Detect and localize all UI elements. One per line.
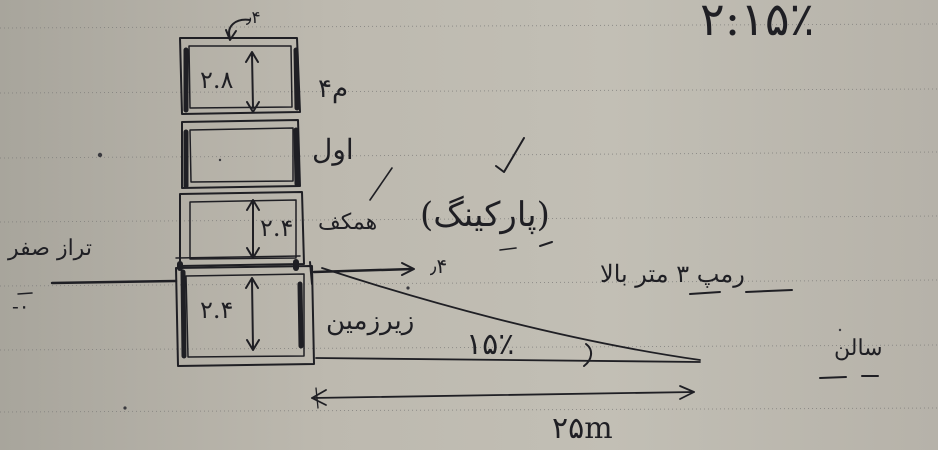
annotation-marks	[369, 137, 879, 379]
distance-label: ۲۵m	[552, 411, 613, 446]
level-name-label: همکف	[318, 210, 378, 235]
right-label: سالن	[834, 336, 883, 361]
dimension-arrows	[225, 18, 260, 351]
ramp	[315, 267, 701, 367]
walls	[180, 47, 304, 359]
level-height-label: ۲.۴	[260, 214, 294, 242]
level-name-label: اول	[312, 133, 354, 166]
level-name-label: زیرزمین	[326, 306, 415, 336]
ramp-label: رمپ ۳ متر بالا	[600, 260, 745, 288]
top-offset-label: ٫۴	[246, 8, 261, 28]
building-outline	[175, 37, 315, 367]
ramp-slope-label: ۱۵٪	[466, 327, 515, 362]
top-note: ۲:۱۵٪	[700, 0, 815, 46]
level-height-label: ۲.۴	[200, 296, 234, 324]
ground-label: تراز صفر	[8, 236, 92, 261]
ground-offset-label: ٫۴	[430, 254, 448, 278]
level-name-label: ۴م	[318, 74, 349, 104]
ruled-lines	[0, 23, 938, 413]
distance-arrow	[311, 385, 695, 409]
level-height-label: ۲.۸	[200, 66, 234, 94]
ground-value: -۰	[12, 294, 30, 318]
parking-label: (پارکینگ)	[420, 195, 550, 235]
pencil-dots	[97, 152, 842, 410]
